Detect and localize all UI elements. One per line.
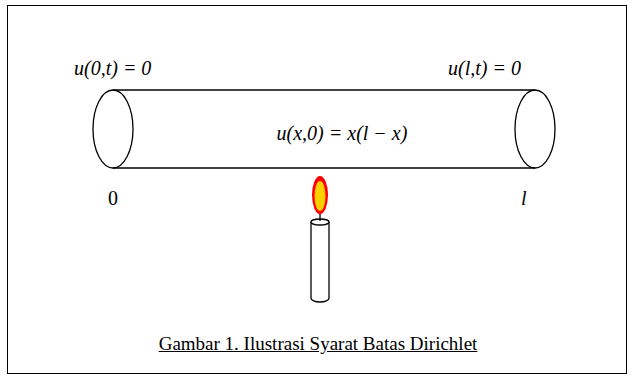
rod-end — [93, 90, 133, 168]
boundary-condition: u(0,t) = 0 — [74, 56, 151, 80]
boundary-condition: u(l,t) = 0 — [448, 56, 521, 80]
rod-edge — [113, 167, 535, 168]
rod-edge — [113, 89, 535, 90]
figure-caption: Gambar 1. Ilustrasi Syarat Batas Dirichl… — [159, 332, 478, 356]
rod-end — [515, 90, 555, 168]
candle — [311, 212, 329, 302]
position-mark: 0 — [108, 186, 118, 210]
cylinder-rod: u(x,0) = x(l − x) — [92, 88, 556, 170]
initial-condition: u(x,0) = x(l − x) — [277, 121, 408, 145]
position-mark: l — [521, 186, 527, 210]
flame — [312, 176, 328, 214]
